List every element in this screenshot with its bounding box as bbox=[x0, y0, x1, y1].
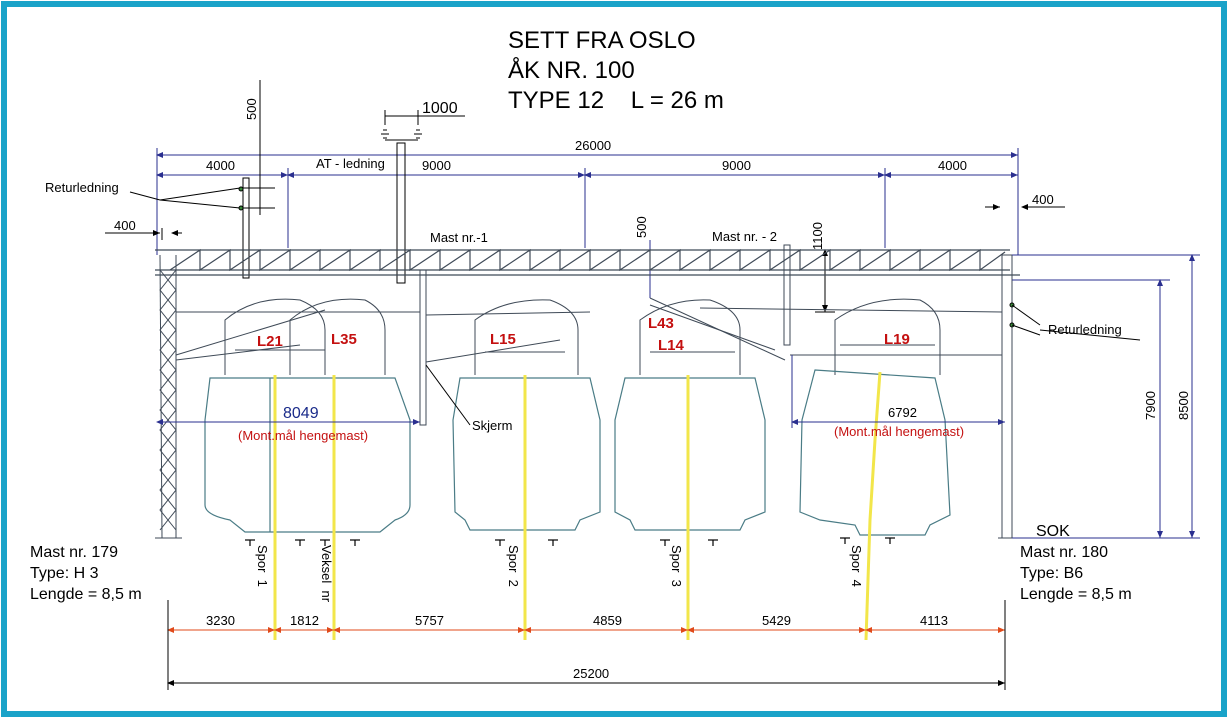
dim-seg2: 9000 bbox=[422, 158, 451, 173]
returledning-left-lines bbox=[129, 177, 250, 279]
dim-8500: 8500 bbox=[1176, 391, 1191, 420]
dim-500-mid: 500 bbox=[634, 216, 649, 238]
skjerm-leader bbox=[425, 364, 471, 426]
mast-right bbox=[998, 254, 1016, 539]
title-line-2: ÅK NR. 100 bbox=[508, 56, 635, 84]
dim-1100: 1100 bbox=[810, 222, 825, 250]
bottom-dim-2: 1812 bbox=[290, 613, 319, 628]
returledning-left: Returledning bbox=[45, 180, 119, 195]
dim-1000: 1000 bbox=[422, 100, 458, 117]
mast2-label: Mast nr. - 2 bbox=[712, 229, 777, 244]
mast-right-length: Lengde = 8,5 m bbox=[1020, 586, 1132, 603]
pantograph-envelopes bbox=[224, 298, 941, 375]
title-line-1: SETT FRA OSLO bbox=[508, 27, 696, 54]
sok-label: SOK bbox=[1036, 523, 1070, 540]
mont-dim-lines bbox=[156, 355, 1005, 428]
mast-right-name: Mast nr. 180 bbox=[1020, 544, 1108, 561]
at-ledning-label: AT - ledning bbox=[316, 156, 385, 171]
wire-l15: L15 bbox=[490, 331, 516, 348]
wire-l14: L14 bbox=[658, 337, 685, 354]
track-label-spor1: Spor 1 bbox=[255, 545, 270, 587]
cantilevers bbox=[175, 297, 1003, 363]
wire-l35: L35 bbox=[331, 331, 357, 348]
dim-1000-lines bbox=[381, 110, 465, 284]
track-label-veksel: Veksel nr bbox=[319, 545, 334, 603]
returledning-right: Returledning bbox=[1048, 322, 1122, 337]
mast-left-type: Type: H 3 bbox=[30, 565, 99, 582]
mast-left-name: Mast nr. 179 bbox=[30, 544, 118, 561]
track-label-spor3: Spor 3 bbox=[669, 545, 684, 587]
dim-500-left: 500 bbox=[244, 98, 259, 120]
mast-right-type: Type: B6 bbox=[1020, 565, 1083, 582]
dim-500-left-lines bbox=[240, 80, 275, 215]
dim-seg3: 9000 bbox=[722, 158, 751, 173]
bottom-dim-1: 3230 bbox=[206, 613, 235, 628]
dim-400-right: 400 bbox=[1032, 192, 1054, 207]
dim-seg4: 4000 bbox=[938, 158, 967, 173]
rail-marks bbox=[245, 537, 895, 546]
track-label-spor2: Spor 2 bbox=[506, 545, 521, 587]
top-dimensions bbox=[156, 148, 1019, 255]
title-line-3: TYPE 12 L = 26 m bbox=[508, 87, 724, 114]
mast1-label: Mast nr.-1 bbox=[430, 230, 488, 245]
mont-right-value: 6792 bbox=[888, 405, 917, 420]
dim-seg1: 4000 bbox=[206, 158, 235, 173]
vehicle-profiles bbox=[204, 369, 951, 536]
dim-7900: 7900 bbox=[1143, 391, 1158, 420]
mast-left-lattice bbox=[155, 254, 182, 539]
dim-total-top: 26000 bbox=[575, 138, 611, 153]
wire-l19: L19 bbox=[884, 331, 910, 348]
mast-left-length: Lengde = 8,5 m bbox=[30, 586, 142, 603]
dim-400-left: 400 bbox=[114, 218, 136, 233]
returledning-right-lines bbox=[1009, 302, 1141, 341]
track-centerlines bbox=[273, 371, 882, 641]
mont-left-text: (Mont.mål hengemast) bbox=[238, 428, 368, 443]
track-label-spor4: Spor 4 bbox=[849, 545, 864, 587]
mont-left-value: 8049 bbox=[283, 405, 319, 422]
hanging-masts bbox=[419, 244, 791, 426]
wire-l43: L43 bbox=[648, 315, 674, 332]
dim-1100-lines bbox=[815, 249, 835, 313]
skjerm-label: Skjerm bbox=[472, 418, 512, 433]
dim-400-left-lines bbox=[105, 228, 182, 240]
bottom-dim-4: 4859 bbox=[593, 613, 622, 628]
bottom-dim-3: 5757 bbox=[415, 613, 444, 628]
total-bottom-dim-line bbox=[167, 600, 1006, 690]
portal-truss bbox=[155, 248, 1020, 276]
bottom-dim-6: 4113 bbox=[920, 613, 948, 628]
height-dim-lines bbox=[1012, 254, 1200, 539]
mont-right-text: (Mont.mål hengemast) bbox=[834, 424, 964, 439]
title-block: SETT FRA OSLO ÅK NR. 100 TYPE 12 L = 26 … bbox=[508, 27, 724, 114]
wire-l21: L21 bbox=[257, 333, 283, 350]
bottom-dim-total: 25200 bbox=[573, 666, 609, 681]
bottom-dim-5: 5429 bbox=[762, 613, 791, 628]
